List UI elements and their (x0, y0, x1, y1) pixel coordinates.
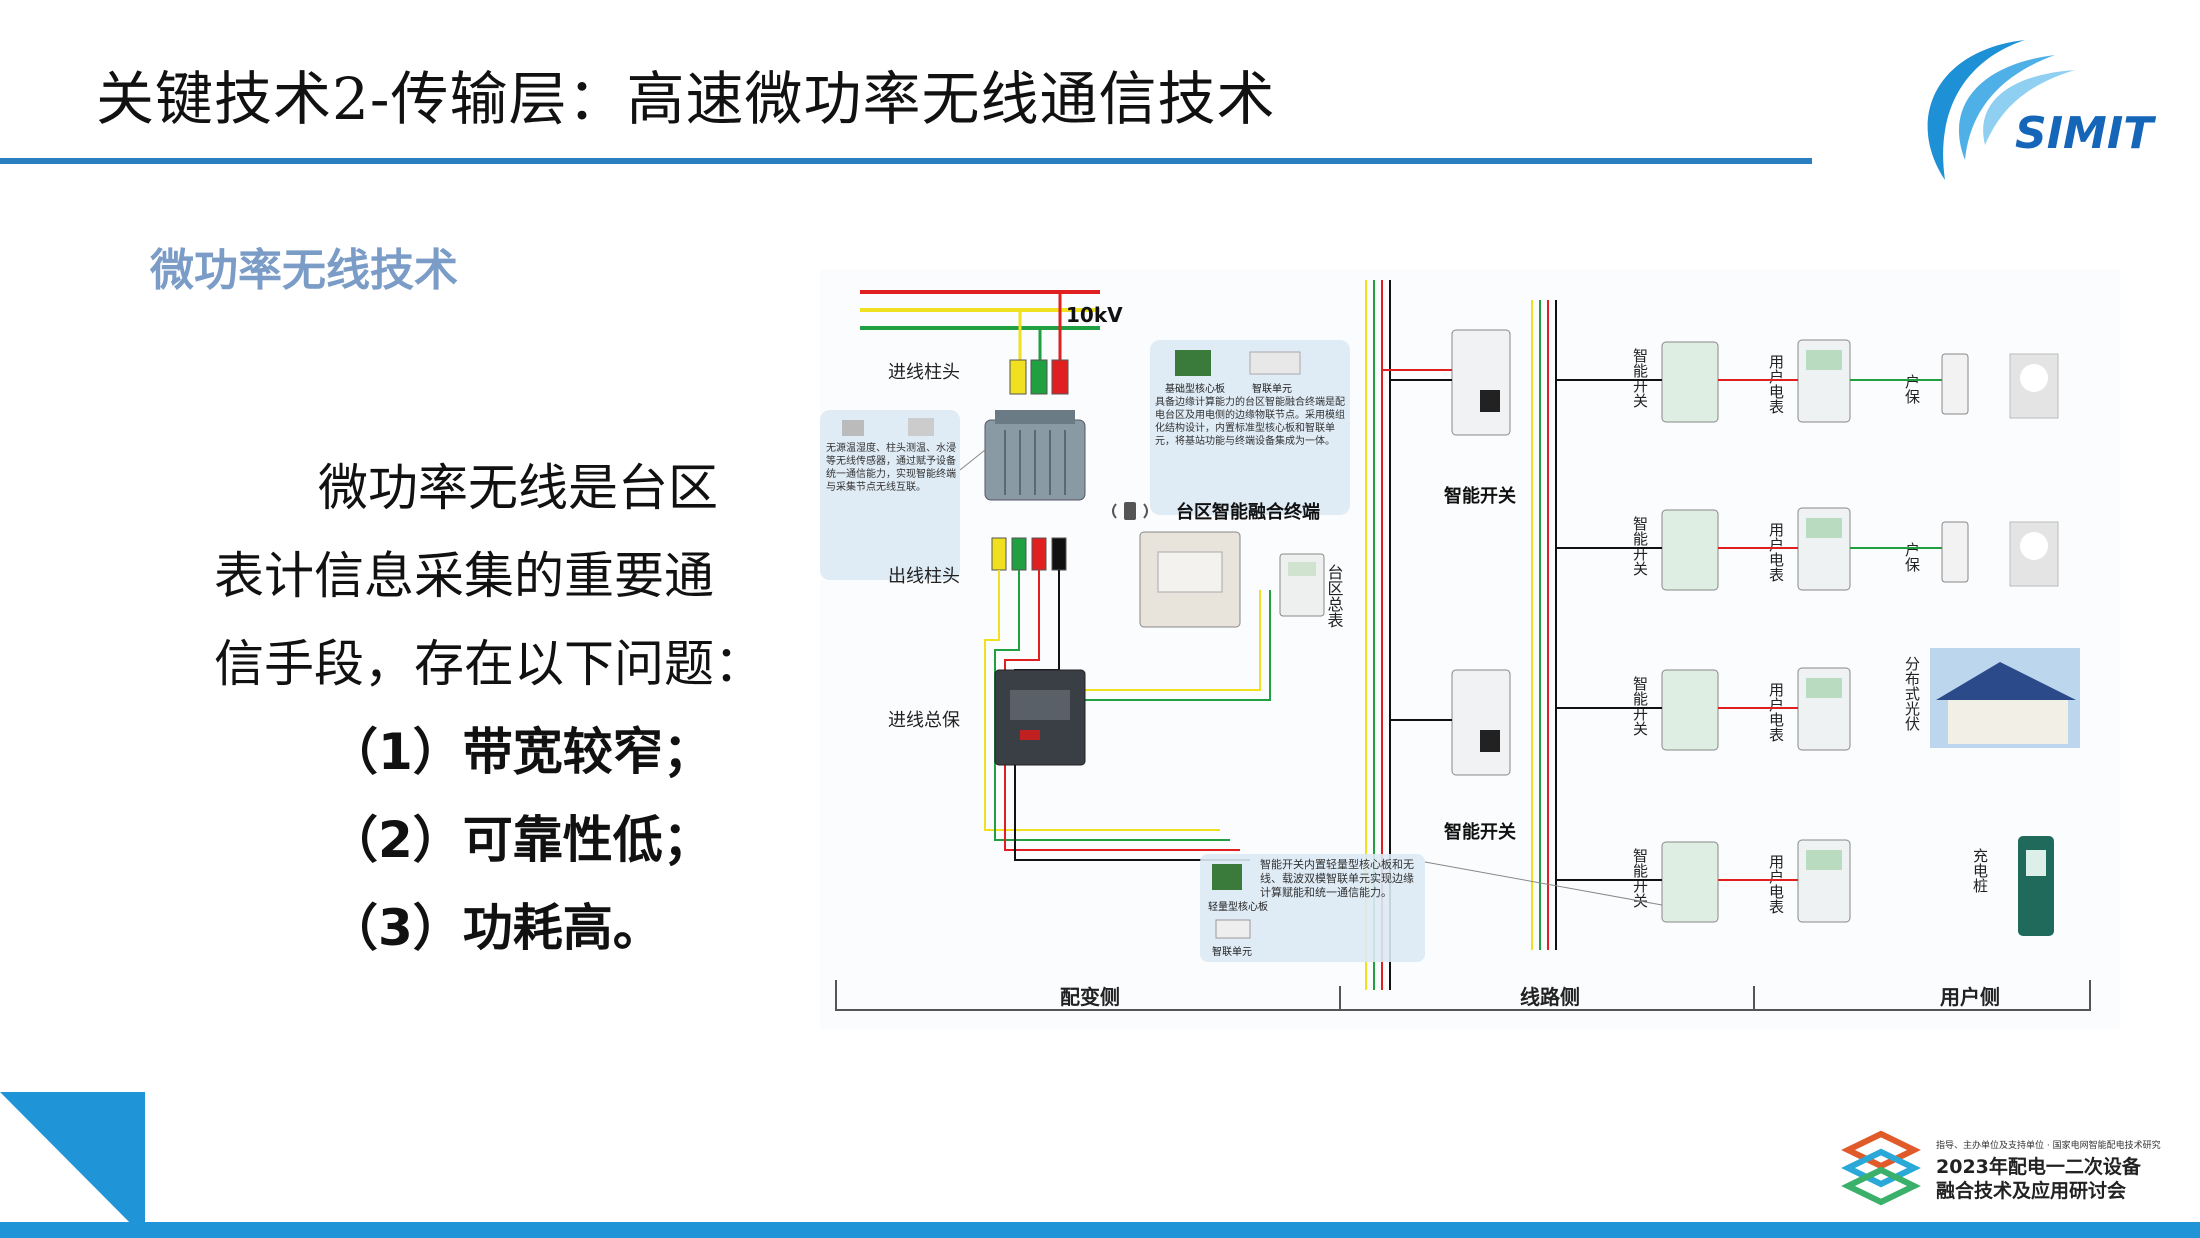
light-board-label: 轻量型核心板 (1208, 900, 1268, 913)
terminal-callout: 基础型核心板 智联单元 具备边缘计算能力的台区智能融合终端是配电台区及用电侧的边… (1150, 340, 1350, 515)
drop-wires (984, 570, 1271, 861)
branch-buses (1531, 300, 1557, 950)
distribution-network-diagram: 10kV 进线柱头 无源温湿度、柱头测温、水浸等无线传感器，通过赋予设备统一通信… (820, 270, 2120, 1030)
smart-switch-main-2 (1390, 669, 1511, 776)
issue-reliability: （2）可靠性低； (328, 811, 713, 869)
user-row-1: 智能开关 用户电表 户保 (1556, 339, 2059, 423)
body-line-1: 微功率无线是台区 (318, 459, 718, 517)
voltage-label: 10kV (1066, 303, 1123, 327)
switch-description: 智能开关内置轻量型核心板和无线、载波双模智联单元实现边缘计算赋能和统一通信能力。 (1260, 858, 1414, 899)
terminal-label: 台区智能融合终端 (1176, 501, 1320, 523)
conference-title-line-2: 融合技术及应用研讨会 (1936, 1180, 2127, 1202)
area-meter-label: 台区总表 (1325, 564, 1344, 628)
solar-house-image (1930, 648, 2080, 748)
row1-protect-label: 户保 (1903, 374, 1921, 404)
body-line-2: 表计信息采集的重要通 (214, 547, 714, 605)
conference-organizers: 指导、主办单位及支持单位 · 国家电网智能配电技术研究 (1936, 1141, 2161, 1151)
corner-decoration (0, 1092, 145, 1238)
incoming-pole-fuses (1009, 359, 1069, 395)
row4-meter-label: 用户电表 (1767, 854, 1785, 914)
main-breaker-label: 进线总保 (888, 710, 960, 731)
main-breaker-image (994, 669, 1086, 766)
transformer-image (984, 410, 1086, 501)
zone-bracket (835, 980, 2091, 1011)
section-title: 微功率无线技术 (150, 245, 458, 296)
terminal-description: 具备边缘计算能力的台区智能融合终端是配电台区及用电侧的边缘物联节点。采用模组化结… (1155, 397, 1345, 447)
area-meter-image (1279, 553, 1325, 617)
title-underline (0, 158, 1812, 164)
row3-pv-label: 分布式光伏 (1903, 656, 1921, 731)
smart-switch-main-1 (1382, 329, 1511, 436)
smart-switch-label-1: 智能开关 (1444, 485, 1516, 507)
sensor-callout: 无源温湿度、柱头测温、水浸等无线传感器，通过赋予设备统一通信能力，实现智能终端与… (820, 410, 986, 580)
zone-substation-label: 配变侧 (1060, 985, 1120, 1009)
row1-meter-label: 用户电表 (1767, 354, 1785, 414)
issue-power: （3）功耗高。 (328, 899, 663, 957)
simit-logo-text: SIMIT (2015, 108, 2156, 159)
row4-switch-label: 智能开关 (1631, 847, 1649, 908)
sensor-description: 无源温湿度、柱头测温、水浸等无线传感器，通过赋予设备统一通信能力，实现智能终端与… (826, 443, 956, 493)
bottom-bar (0, 1222, 2200, 1238)
hv-lines (860, 290, 1100, 368)
conference-title-line-1: 2023年配电一二次设备 (1936, 1156, 2141, 1178)
smart-switch-label-2: 智能开关 (1444, 821, 1516, 843)
body-line-3: 信手段，存在以下问题： (214, 635, 764, 693)
switch-callout: 轻量型核心板 智联单元 智能开关内置轻量型核心板和无线、载波双模智联单元实现边缘… (1200, 854, 1663, 962)
charging-pile-image (2018, 836, 2054, 936)
row3-switch-label: 智能开关 (1631, 675, 1649, 736)
row2-switch-label: 智能开关 (1631, 515, 1649, 576)
iot-unit-label: 智联单元 (1252, 382, 1292, 395)
conference-logo-icon (1841, 1130, 1921, 1206)
incoming-pole-label: 进线柱头 (888, 362, 960, 383)
fusion-terminal-image (1139, 531, 1241, 628)
issue-bandwidth: （1）带宽较窄； (328, 723, 713, 781)
row4-charger-label: 充电桩 (1971, 848, 1989, 893)
row2-protect-label: 户保 (1903, 542, 1921, 572)
row3-meter-label: 用户电表 (1767, 682, 1785, 742)
user-row-3: 智能开关 用户电表 分布式光伏 (1556, 648, 2080, 751)
zone-user-label: 用户侧 (1940, 985, 2000, 1009)
slide-title: 关键技术2-传输层：高速微功率无线通信技术 (96, 65, 1276, 133)
user-row-4: 智能开关 用户电表 充电桩 (1556, 836, 2054, 936)
wireless-signal-icon (1112, 502, 1148, 520)
simit-logo: SIMIT (1927, 40, 2156, 180)
core-board-label: 基础型核心板 (1165, 382, 1225, 395)
row2-meter-label: 用户电表 (1767, 522, 1785, 582)
iot-unit2-label: 智联单元 (1212, 945, 1252, 958)
outgoing-pole-label: 出线柱头 (888, 566, 960, 587)
zone-line-label: 线路侧 (1520, 985, 1580, 1009)
row1-switch-label: 智能开关 (1631, 347, 1649, 408)
user-row-2: 智能开关 用户电表 户保 (1556, 507, 2059, 591)
